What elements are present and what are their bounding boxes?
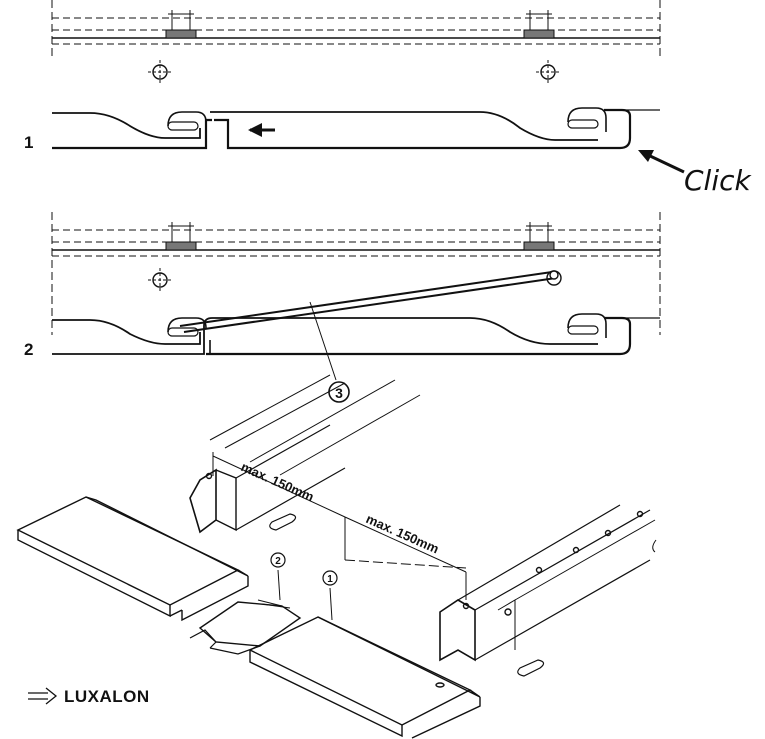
callout-3: 3	[335, 385, 343, 401]
dimension-label-2: max. 150mm	[364, 511, 441, 556]
step1-section-view	[51, 0, 685, 174]
luxalon-brand-logo: LUXALON	[64, 687, 150, 706]
step-1-label: 1	[24, 133, 33, 152]
exploded-3d-view	[16, 374, 657, 739]
dimension-label-1: max. 150mm	[239, 459, 316, 504]
step-2-label: 2	[24, 340, 33, 359]
click-label: Click	[684, 164, 753, 197]
double-line-arrow-icon	[28, 687, 58, 705]
step2-section-view	[51, 212, 661, 403]
callout-1: 1	[327, 574, 333, 585]
callout-2: 2	[275, 556, 281, 567]
